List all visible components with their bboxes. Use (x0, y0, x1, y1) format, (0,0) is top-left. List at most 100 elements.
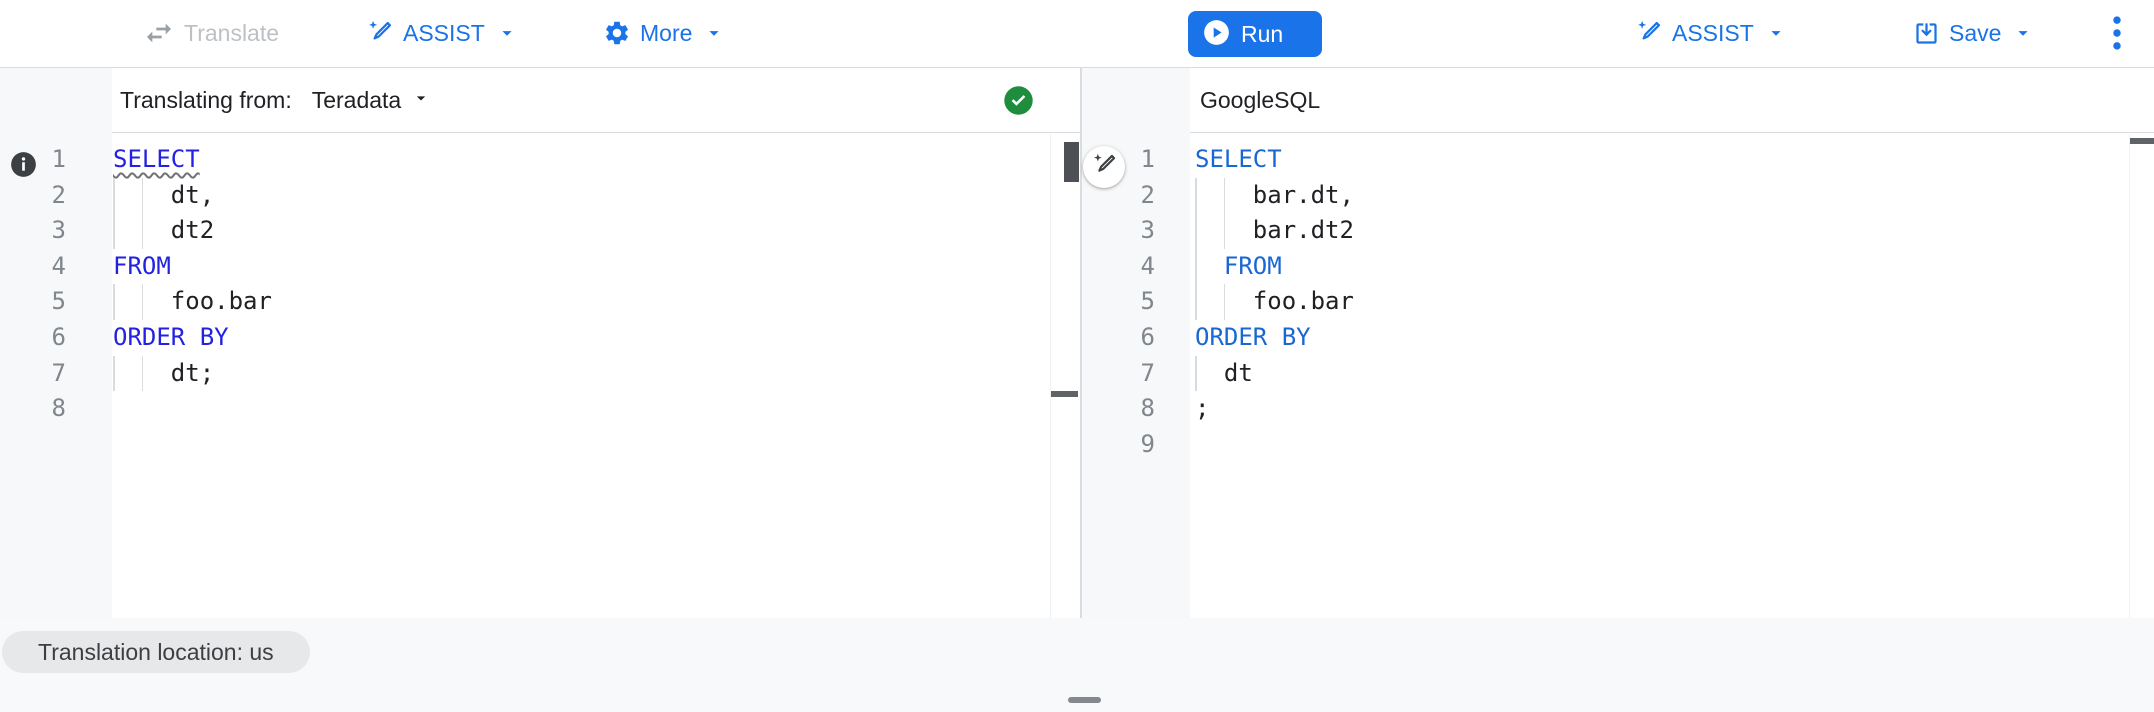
source-dialect-value: Teradata (311, 86, 402, 113)
indent-guide (113, 355, 115, 392)
code-text: dt2 (170, 216, 215, 245)
code-line[interactable]: 6 ORDER BY (1082, 320, 2154, 356)
indent-guide (141, 177, 144, 214)
source-scrollbar-thumb[interactable] (1064, 142, 1079, 182)
line-number: 6 (51, 323, 66, 351)
indent-guide (141, 213, 144, 249)
chevron-down-icon (2012, 22, 2034, 44)
target-scrollbar-thumb[interactable] (2130, 138, 2154, 144)
indent-guide (1223, 213, 1226, 249)
code-text: ORDER BY (1195, 323, 1311, 351)
line-number: 6 (1140, 323, 1155, 351)
swap-arrows-icon (143, 17, 175, 49)
code-line[interactable]: 7 dt; (0, 355, 1080, 392)
translate-button-label: Translate (184, 19, 280, 46)
run-button[interactable]: Run (1188, 11, 1322, 57)
line-number: 1 (51, 145, 66, 173)
indent-guide (1223, 177, 1226, 214)
line-number: 5 (51, 287, 66, 316)
code-text: foo.bar (1252, 287, 1354, 316)
line-number: 8 (1140, 394, 1155, 423)
code-line[interactable]: 9 (1082, 427, 2154, 463)
code-line[interactable]: 1 SELECT (0, 142, 1080, 178)
line-number: 2 (51, 180, 66, 209)
code-line[interactable]: 5 foo.bar (0, 284, 1080, 320)
line-number: 5 (1140, 287, 1155, 316)
indent-guide (141, 284, 144, 320)
code-line[interactable]: 3 dt2 (0, 213, 1080, 249)
code-line[interactable]: 5 foo.bar (1082, 284, 2154, 320)
source-editor-pane: Translating from: Teradata 1 SELECT 2 dt, 3 d… (0, 68, 1080, 618)
code-line[interactable]: 2 dt, (0, 177, 1080, 214)
assist-dropdown-left[interactable]: ASSIST (366, 0, 518, 66)
magic-pencil-icon (1091, 152, 1118, 182)
line-number: 9 (1140, 429, 1155, 458)
translating-from-label: Translating from: (120, 86, 292, 113)
line-number: 1 (1140, 145, 1155, 173)
more-dropdown-label: More (640, 19, 693, 46)
indent-guide (1195, 177, 1197, 214)
translation-location-chip: Translation location: us (2, 631, 310, 673)
assist-edit-button[interactable] (1083, 146, 1125, 188)
split-drag-handle[interactable] (1068, 697, 1101, 703)
line-number: 7 (51, 358, 66, 387)
code-text: dt; (170, 358, 215, 387)
translate-button[interactable]: Translate (143, 0, 279, 66)
overflow-menu-button[interactable] (2098, 0, 2136, 66)
assist-dropdown-right[interactable]: ASSIST (1635, 0, 1787, 66)
source-dialect-dropdown[interactable]: Teradata (312, 87, 432, 114)
target-scrollbar-track (2129, 134, 2130, 618)
chevron-down-icon (496, 22, 518, 44)
save-icon (1913, 20, 1940, 47)
code-line[interactable]: 6 ORDER BY (0, 320, 1080, 356)
assist-dropdown-label: ASSIST (403, 19, 485, 46)
indent-guide (113, 177, 115, 214)
line-number: 7 (1140, 358, 1155, 387)
indent-guide (141, 355, 144, 392)
kebab-menu-icon (2099, 13, 2135, 53)
code-text: ORDER BY (113, 323, 229, 351)
assist-dropdown-label: ASSIST (1672, 19, 1754, 46)
play-icon (1203, 19, 1230, 49)
source-overview-marker (1051, 391, 1078, 397)
indent-guide (1195, 213, 1197, 249)
chevron-down-icon (703, 22, 725, 44)
translation-location-label: Translation location: us (38, 638, 274, 665)
code-text: dt, (170, 180, 215, 209)
code-text: FROM (113, 251, 171, 280)
save-dropdown[interactable]: Save (1913, 0, 2034, 66)
code-text: foo.bar (170, 287, 272, 316)
run-button-label: Run (1241, 20, 1284, 47)
indent-guide (1195, 355, 1197, 392)
source-pane-header: Translating from: Teradata (112, 68, 1080, 133)
code-line[interactable]: 8; (1082, 391, 2154, 427)
indent-guide (1223, 284, 1226, 320)
indent-guide (1195, 284, 1197, 320)
pane-divider[interactable] (1080, 68, 1082, 618)
line-number: 8 (51, 394, 66, 423)
magic-pencil-icon (1635, 19, 1663, 47)
info-icon[interactable] (10, 151, 37, 183)
code-text: SELECT (113, 145, 200, 173)
code-text: bar.dt2 (1252, 216, 1354, 245)
gear-icon (603, 19, 631, 47)
more-dropdown[interactable]: More (603, 0, 725, 66)
dropdown-caret-icon (411, 87, 431, 114)
code-text: ; (1195, 394, 1210, 423)
chevron-down-icon (1765, 22, 1787, 44)
line-number: 3 (51, 216, 66, 245)
magic-pencil-icon (366, 19, 394, 47)
code-line[interactable]: 8 (0, 391, 1080, 427)
indent-guide (113, 284, 115, 320)
line-number: 2 (1140, 180, 1155, 209)
indent-guide (1195, 248, 1197, 285)
